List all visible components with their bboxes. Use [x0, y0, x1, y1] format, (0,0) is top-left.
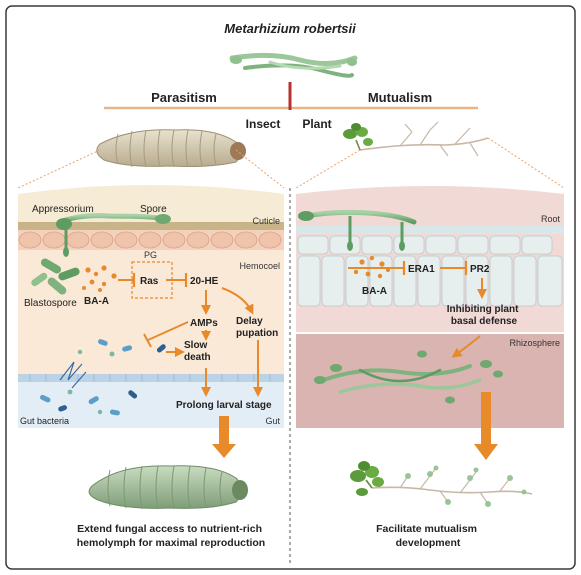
- label-ba-a-plant: BA-A: [362, 286, 387, 297]
- gut-wall: [18, 374, 284, 382]
- label-ras: Ras: [140, 276, 159, 287]
- label-ba-a-insect: BA-A: [84, 296, 109, 307]
- label-plant: Plant: [302, 117, 331, 131]
- label-pr2: PR2: [470, 264, 490, 275]
- label-gut: Gut: [265, 416, 280, 426]
- rhizosphere-region: [296, 334, 564, 428]
- title: Metarhizium robertsii: [224, 21, 356, 36]
- label-slow-death: Slow death: [184, 340, 211, 363]
- label-amps: AMPs: [190, 318, 218, 329]
- plant-panel: Root ERA1 PR2 BA-A Inhibiting plant basa…: [296, 186, 564, 428]
- label-root: Root: [541, 214, 561, 224]
- label-inhibiting-defense: Inhibiting plant basal defense: [447, 304, 521, 327]
- label-mutualism: Mutualism: [368, 90, 432, 105]
- label-prolong-larval-stage: Prolong larval stage: [176, 400, 272, 411]
- label-hemocoel: Hemocoel: [239, 261, 280, 271]
- label-insect: Insect: [246, 117, 281, 131]
- root-surface: [296, 186, 564, 230]
- label-appressorium: Appressorium: [32, 204, 94, 215]
- label-blastospore: Blastospore: [24, 298, 77, 309]
- epidermal-cells: [18, 230, 284, 250]
- label-parasitism: Parasitism: [151, 90, 217, 105]
- label-20he: 20-HE: [190, 276, 219, 287]
- label-spore: Spore: [140, 204, 167, 215]
- label-era1: ERA1: [408, 264, 435, 275]
- root-epidermis-band: [296, 226, 564, 234]
- label-gut-bacteria: Gut bacteria: [20, 416, 69, 426]
- label-pg: PG: [144, 250, 157, 260]
- label-rhizosphere: Rhizosphere: [509, 338, 560, 348]
- insect-panel: Appressorium Spore Cuticle PG Hemocoel B…: [18, 185, 284, 428]
- label-cuticle: Cuticle: [252, 216, 280, 226]
